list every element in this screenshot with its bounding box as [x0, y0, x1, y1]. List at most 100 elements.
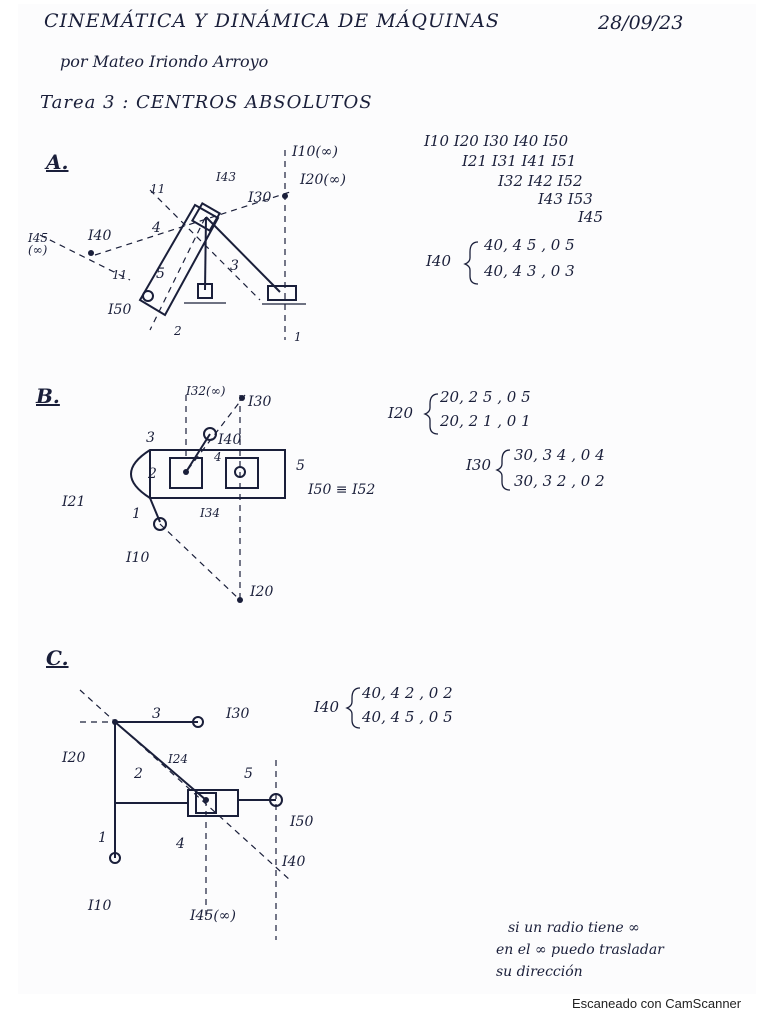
label-i10-b: I10 — [126, 550, 150, 566]
section-a-label: A. — [46, 150, 69, 174]
table-row-3: I32 I42 I52 — [498, 172, 583, 190]
label-i30-c: I30 — [226, 706, 250, 722]
label-i40-c: I40 — [282, 854, 306, 870]
pivot-2 — [197, 283, 213, 299]
dash-a-diag — [149, 189, 261, 301]
eq-b30-line2: 30, 3 2 , 0 2 — [514, 472, 605, 490]
mark-a-top: 11 — [150, 182, 166, 196]
label-link3-c: 3 — [152, 706, 161, 722]
eq-b20-line2: 20, 2 1 , 0 1 — [440, 412, 531, 430]
label-i50-c: I50 — [290, 814, 314, 830]
mechanism-a — [39, 150, 306, 340]
label-i30-a: I30 — [248, 190, 272, 206]
label-i10-c: I10 — [88, 898, 112, 914]
dash-a-down — [149, 217, 206, 331]
label-i30-b: I30 — [248, 394, 272, 410]
label-i45-inf-c: I45(∞) — [190, 908, 236, 924]
task-heading: Tarea 3 : CENTROS ABSOLUTOS — [40, 92, 373, 113]
block-3 — [169, 457, 203, 489]
pivot-i50 — [142, 290, 154, 302]
slider-block-4 — [190, 201, 222, 233]
section-b-label: B. — [36, 384, 60, 408]
label-link2-a: 2 — [174, 324, 182, 338]
slider-5 — [187, 789, 239, 817]
paper-sheet — [18, 4, 756, 994]
dash-a-left — [39, 234, 131, 281]
brace-b20 — [423, 393, 439, 435]
eq-b20-name: I20 — [388, 404, 414, 422]
pivot-i10 — [153, 517, 167, 531]
note-line-3: su dirección — [496, 964, 583, 980]
eq-c-name: I40 — [314, 698, 340, 716]
label-link5-c: 5 — [244, 766, 253, 782]
label-i24-c: I24 — [168, 752, 189, 766]
label-i32-inf-b: I32(∞) — [186, 384, 226, 398]
label-link4-c: 4 — [176, 836, 185, 852]
point-i20-c — [112, 719, 118, 725]
label-link5-b: 5 — [296, 458, 305, 474]
table-row-5: I45 — [578, 208, 604, 226]
scanner-watermark: Escaneado con CamScanner — [572, 996, 742, 1011]
eq-a-line1: 40, 4 5 , 0 5 — [484, 236, 575, 254]
link-4 — [185, 433, 211, 473]
link-2-diag — [114, 721, 207, 801]
table-row-4: I43 I53 — [538, 190, 593, 208]
eq-b20-line1: 20, 2 5 , 0 5 — [440, 388, 531, 406]
label-i43-a: I43 — [216, 170, 237, 184]
label-link2-c: 2 — [134, 766, 143, 782]
section-c-label: C. — [46, 646, 69, 670]
eq-c-line2: 40, 4 5 , 0 5 — [362, 708, 453, 726]
table-row-1: I10 I20 I30 I40 I50 — [424, 132, 569, 150]
note-line-1: si un radio tiene ∞ — [508, 920, 640, 936]
point-i20-b — [237, 597, 243, 603]
author-line: por Mateo Iriondo Arroyo — [60, 52, 269, 71]
eq-c-line1: 40, 4 2 , 0 2 — [362, 684, 453, 702]
label-i20-inf-a: I20(∞) — [300, 172, 346, 188]
label-i10-inf-a: I10(∞) — [292, 144, 338, 160]
label-i20-c: I20 — [62, 750, 86, 766]
label-link4-b: 4 — [214, 450, 222, 464]
page-date: 28/09/23 — [598, 12, 684, 34]
label-link4-a: 4 — [152, 220, 161, 236]
dash-a-i40 — [94, 191, 291, 256]
note-line-2: en el ∞ puedo trasladar — [496, 942, 664, 958]
table-row-2: I21 I31 I41 I51 — [462, 152, 577, 170]
brace-c — [345, 687, 361, 729]
label-i34: I34 — [200, 506, 221, 520]
eq-b30-name: I30 — [466, 456, 492, 474]
label-i50-i52: I50 ≡ I52 — [308, 482, 376, 498]
slider-1 — [267, 285, 297, 301]
dash-b-top — [185, 394, 246, 473]
label-i20-b: I20 — [250, 584, 274, 600]
equation-braces — [345, 241, 511, 729]
point-i30-a — [282, 193, 288, 199]
label-link1-a: 1 — [294, 330, 302, 344]
eq-b30-line1: 30, 3 4 , 0 4 — [514, 446, 605, 464]
label-link2-b: 2 — [148, 466, 157, 482]
point-i24-c — [203, 797, 209, 803]
brace-a — [463, 241, 479, 285]
dash-c-diag — [79, 689, 291, 881]
label-i40-b: I40 — [218, 432, 242, 448]
label-i45-inf-a: I45 (∞) — [28, 231, 49, 257]
label-i40-a: I40 — [88, 228, 112, 244]
label-i50-a: I50 — [108, 302, 132, 318]
label-link5-a: 5 — [156, 266, 165, 282]
mark-a-bottom: 11 — [112, 268, 128, 282]
label-link1-b: 1 — [132, 506, 141, 522]
eq-a-name: I40 — [426, 252, 452, 270]
label-i21: I21 — [62, 494, 86, 510]
dash-b-diag — [159, 523, 241, 601]
mechanism-b — [130, 394, 286, 603]
mechanism-c — [79, 689, 291, 940]
page-title: CINEMÁTICA Y DINÁMICA DE MÁQUINAS — [44, 10, 500, 32]
pivot-i30-c — [192, 716, 204, 728]
brace-b30 — [495, 449, 511, 491]
pivot-i10-c — [109, 852, 121, 864]
link-3 — [205, 216, 281, 293]
point-i30-b — [239, 395, 245, 401]
label-link3-b: 3 — [146, 430, 155, 446]
label-link1-c: 1 — [98, 830, 107, 846]
eq-a-line2: 40, 4 3 , 0 3 — [484, 262, 575, 280]
